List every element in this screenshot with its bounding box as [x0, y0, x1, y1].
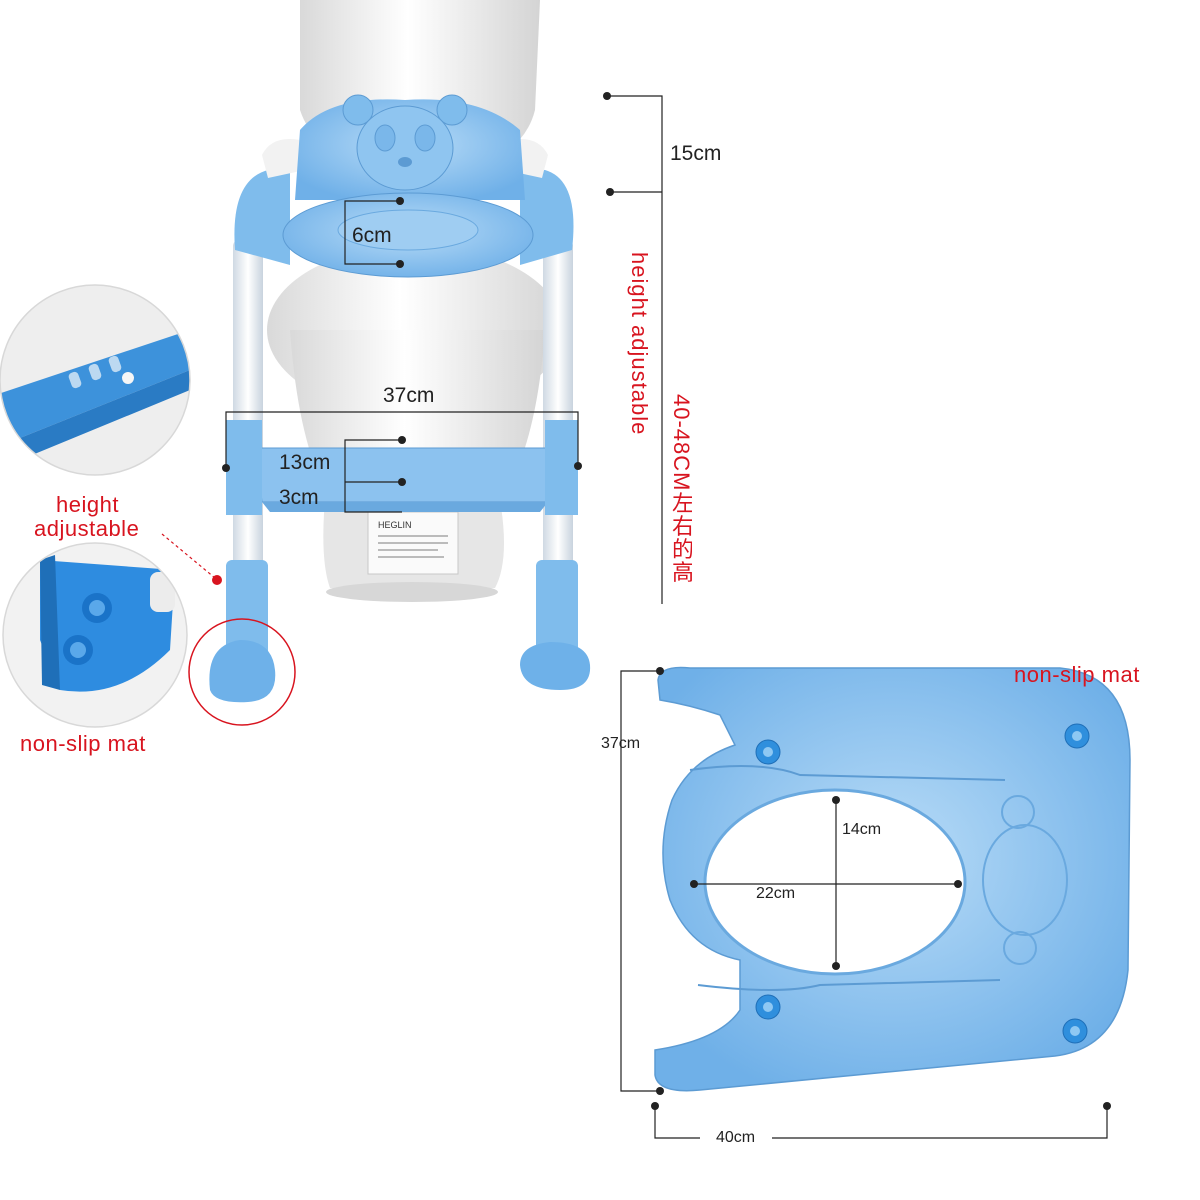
- svg-text:HEGLIN: HEGLIN: [378, 520, 412, 530]
- non-slip-mat-label-right: non-slip mat: [1014, 662, 1140, 687]
- toilet-dimension-lines: [225, 200, 579, 513]
- seat-dimension-lines: [620, 670, 1108, 1139]
- height-adjustable-label-line1: height: [56, 492, 119, 517]
- height-adjustable-vertical-label: height adjustable: [627, 252, 652, 436]
- hole-width-label: 22cm: [756, 885, 796, 902]
- step-width-label: 37cm: [383, 384, 435, 407]
- detail-height-adjust: [0, 284, 191, 476]
- toilet-with-ladder: HEGLIN: [209, 0, 591, 703]
- step-thickness-label: 3cm: [279, 486, 319, 509]
- seat-length-label: 37cm: [601, 735, 641, 752]
- seat-width-label: 40cm: [716, 1129, 756, 1146]
- seat-depth-label: 6cm: [352, 224, 392, 247]
- height-adjustable-label-line2: adjustable: [34, 516, 140, 541]
- seat-bottom-view: [654, 666, 1131, 1092]
- non-slip-mat-label-left: non-slip mat: [20, 731, 146, 756]
- height-measure-line: [607, 95, 663, 604]
- step-depth-label: 13cm: [279, 451, 331, 474]
- detail-non-slip-feet: [2, 542, 188, 728]
- height-range-label: 40-48CM左右的高: [670, 394, 692, 584]
- hole-depth-label: 14cm: [842, 821, 882, 838]
- toilet-dimension-dots: [222, 197, 582, 486]
- top-height-label: 15cm: [670, 142, 722, 165]
